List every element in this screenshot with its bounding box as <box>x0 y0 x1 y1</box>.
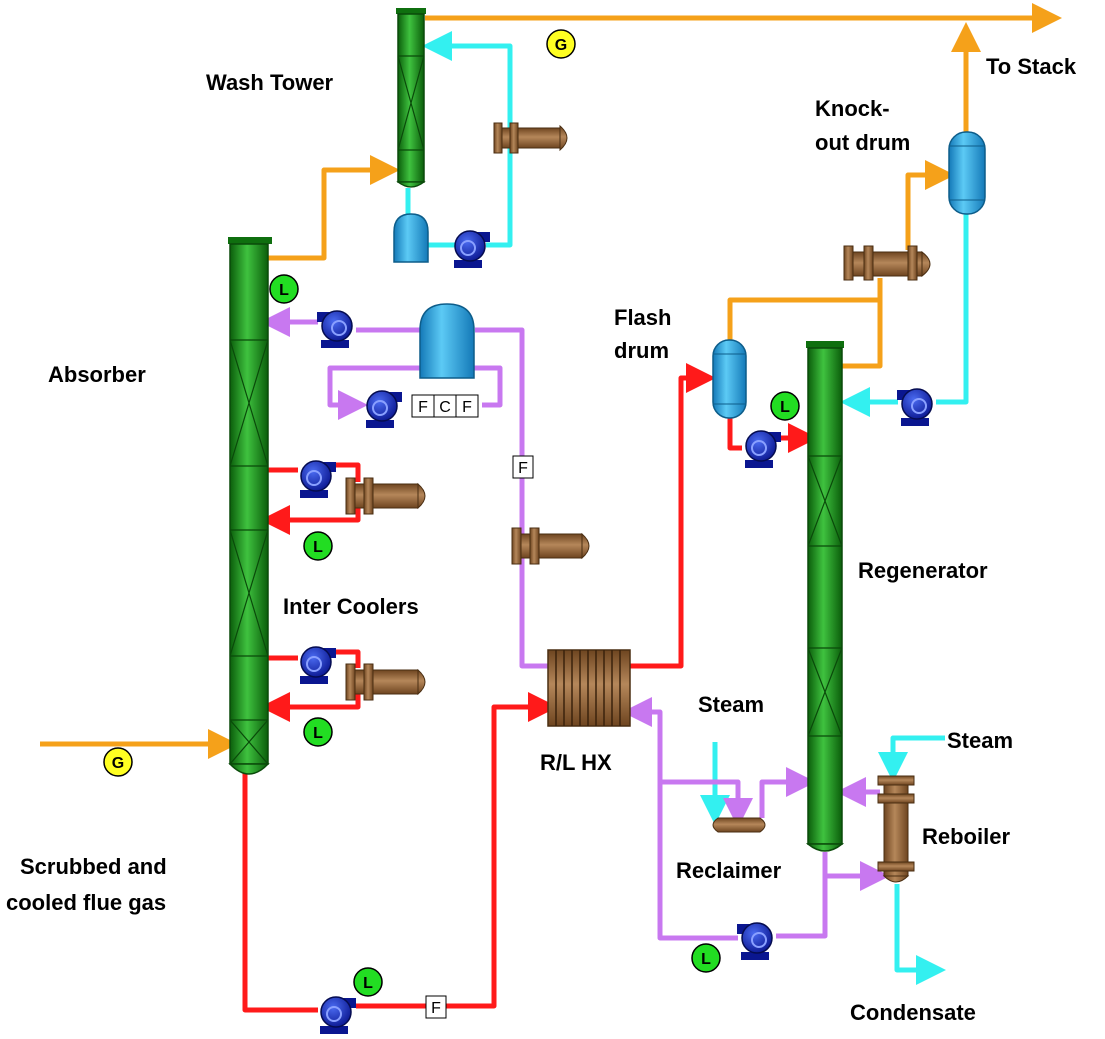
steam-reboiler-line <box>878 735 945 782</box>
svg-text:L: L <box>363 975 373 992</box>
intercooler2-pump-to-hx-line <box>335 649 361 668</box>
gas-analyzer-inlet: G <box>103 747 133 777</box>
svg-text:L: L <box>279 282 289 299</box>
knockout-drum <box>948 131 986 215</box>
rich-amine-lines <box>260 307 890 941</box>
rich-pump <box>320 996 356 1034</box>
gas-analyzer-top: G <box>546 29 576 59</box>
wash-tower-column <box>396 8 426 188</box>
wash-drum <box>393 213 429 263</box>
intercooler-2-pump <box>300 646 336 684</box>
level-tag-flash: L <box>770 391 800 421</box>
svg-text:L: L <box>701 951 711 968</box>
rich-lean-plate-exchanger <box>547 649 631 727</box>
flue-gas-label-line2: cooled flue gas <box>6 890 166 915</box>
gas-lines <box>40 3 1062 759</box>
reflux-pump <box>897 388 933 426</box>
steam-label-reboiler: Steam <box>947 728 1013 753</box>
intercooler1-return-line <box>260 502 361 535</box>
hx-lean-return-line <box>622 697 663 930</box>
level-tag-intercooler-1: L <box>303 531 333 561</box>
knockout-label-line1: Knock- <box>815 96 890 121</box>
reclaimer-branch-line <box>660 779 753 828</box>
level-tag-intercooler-2: L <box>303 717 333 747</box>
steam-label-reclaimer: Steam <box>698 692 764 717</box>
condenser-out-line <box>905 160 955 250</box>
knockout-to-reflux-line <box>936 212 969 405</box>
inter-coolers-label: Inter Coolers <box>283 594 419 619</box>
intercooler-1-pump <box>300 460 336 498</box>
intercooler2-return-line <box>260 688 361 722</box>
rich-pump-to-hx-line <box>356 692 558 1009</box>
svg-text:F: F <box>431 1000 441 1017</box>
overhead-condenser-exchanger <box>843 245 931 281</box>
recirc-pump <box>366 390 402 428</box>
lean-tank <box>419 303 475 379</box>
flash-drum <box>712 339 747 419</box>
tank-to-hx-line <box>475 327 548 669</box>
regenerator-label: Regenerator <box>858 558 988 583</box>
svg-text:F: F <box>518 460 528 477</box>
reboiler-label: Reboiler <box>922 824 1010 849</box>
flue-gas-label-line1: Scrubbed and <box>20 854 167 879</box>
reclaimer-label: Reclaimer <box>676 858 782 883</box>
lean-amine-lines <box>242 363 818 1013</box>
level-tag-rich-pump: L <box>353 967 383 997</box>
svg-text:G: G <box>555 37 567 54</box>
regenerator-column <box>805 341 845 852</box>
condensate-label: Condensate <box>850 1000 976 1025</box>
svg-text:F: F <box>462 399 472 416</box>
absorber-feed-pump <box>317 310 353 348</box>
reclaimer-to-regen-line <box>759 767 816 818</box>
condensate-line <box>894 884 946 985</box>
svg-text:C: C <box>439 399 451 416</box>
flow-meter-lean-line: F <box>425 995 447 1019</box>
svg-text:L: L <box>780 399 790 416</box>
fcf-to-tank-line <box>470 365 503 408</box>
intercooler-1-exchanger <box>345 477 426 515</box>
lean-pump <box>737 922 773 960</box>
wash-tower-label: Wash Tower <box>206 70 334 95</box>
reboiler-exchanger <box>877 775 915 883</box>
hx-to-flash-line <box>628 363 716 669</box>
absorber-label: Absorber <box>48 362 146 387</box>
intercooler1-pump-to-hx-line <box>335 462 361 482</box>
wash-pump <box>454 230 490 268</box>
absorber-to-wash-line <box>268 155 400 261</box>
svg-text:L: L <box>313 539 323 556</box>
flash-pump <box>745 430 781 468</box>
lean-pump-return-line <box>657 930 738 941</box>
absorber-bottom-line <box>242 770 318 1013</box>
fcf-control-block: F C F <box>411 394 479 418</box>
to-stack-label: To Stack <box>986 54 1077 79</box>
absorber-column <box>228 237 272 775</box>
svg-text:G: G <box>112 755 124 772</box>
flash-drum-label-line1: Flash <box>614 305 671 330</box>
rl-hx-label: R/L HX <box>540 750 612 775</box>
knockout-label-line2: out drum <box>815 130 910 155</box>
flash-to-pump-line <box>727 418 742 451</box>
reclaimer-vessel <box>712 817 766 833</box>
level-tag-lean-pump: L <box>691 943 721 973</box>
flash-drum-label-line2: drum <box>614 338 669 363</box>
svg-text:L: L <box>313 725 323 742</box>
wash-cooler-exchanger <box>493 122 568 154</box>
regen-overhead-line <box>727 297 883 369</box>
level-tag-absorber: L <box>269 274 299 304</box>
svg-text:F: F <box>418 399 428 416</box>
lean-cooler-exchanger <box>511 527 590 565</box>
intercooler-2-exchanger <box>345 663 426 701</box>
regen-bottom-line <box>776 852 828 939</box>
flow-meter-rich-line: F <box>512 455 534 479</box>
